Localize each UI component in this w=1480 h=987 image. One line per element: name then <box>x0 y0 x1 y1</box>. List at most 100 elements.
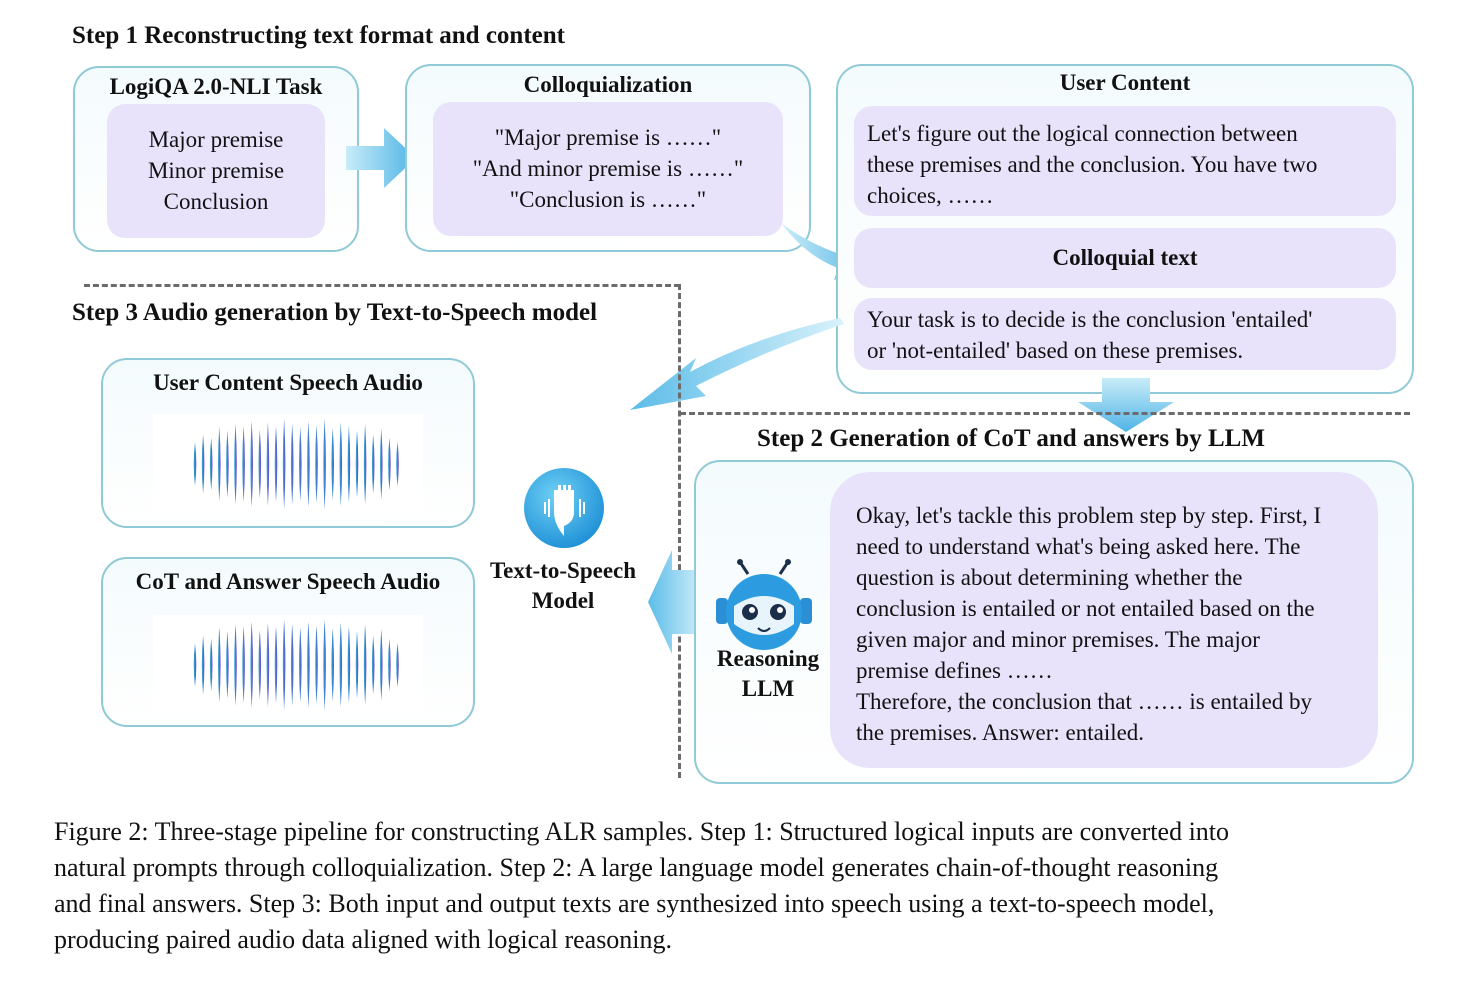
waveform-bar <box>242 626 245 704</box>
waveform-bar <box>331 427 334 501</box>
waveform-bar <box>315 424 318 504</box>
waveform-bar <box>388 437 391 491</box>
step1-title: Step 1 Reconstructing text format and co… <box>72 22 565 49</box>
cot-audio-waveform <box>157 619 419 711</box>
tts-model-label: Text-to-Speech Model <box>470 556 656 616</box>
arrow-llm-to-tts <box>648 550 706 654</box>
waveform-bar <box>339 622 343 708</box>
waveform-bar <box>250 621 253 709</box>
colloq-line-conclusion: "Conclusion is ……" <box>509 187 707 212</box>
arrow-task-to-colloq <box>346 128 416 188</box>
waveform-bar <box>282 619 286 711</box>
waveform-bar <box>274 626 278 704</box>
waveform-bar <box>315 625 318 705</box>
waveform-bar <box>331 628 334 702</box>
waveform-bar <box>396 441 399 487</box>
waveform-bar <box>218 627 221 703</box>
step3-dashed-top <box>84 284 680 287</box>
waveform-bar <box>323 418 326 510</box>
waveform-bar <box>363 624 367 706</box>
waveform-bar <box>290 624 294 706</box>
waveform-bar <box>209 638 213 692</box>
cot-line-1: Okay, let's tackle this problem step by … <box>856 503 1322 528</box>
waveform-bar <box>299 627 302 703</box>
step3-title: Step 3 Audio generation by Text-to-Speec… <box>72 299 598 326</box>
user-content-task: Your task is to decide is the conclusion… <box>854 298 1396 370</box>
waveform-bar <box>234 423 237 505</box>
waveform-bar <box>371 635 375 695</box>
waveform-bar <box>258 429 262 499</box>
logiqa-task-inner: Major premise Minor premise Conclusion <box>107 104 325 238</box>
waveform-bar <box>193 442 197 486</box>
waveform-bar <box>226 430 229 498</box>
cot-line-2: need to understand what's being asked he… <box>856 534 1301 559</box>
waveform-bar <box>355 631 359 699</box>
tts-label-line-1: Text-to-Speech <box>489 558 637 583</box>
task-line-minor: Minor premise <box>147 158 285 183</box>
user-content-title: User Content <box>1059 70 1191 95</box>
task-line-major: Major premise <box>148 127 284 152</box>
waveform-bar <box>209 437 213 491</box>
waveform-bar <box>193 643 197 687</box>
user-content-intro: Let's figure out the logical connection … <box>854 106 1396 216</box>
cot-line-7: Therefore, the conclusion that …… is ent… <box>856 689 1313 714</box>
colloquialization-title: Colloquialization <box>523 72 693 97</box>
reasoning-llm-label: Reasoning LLM <box>706 644 830 704</box>
colloquial-text-label: Colloquial text <box>1052 245 1198 270</box>
cot-line-3: question is about determining whether th… <box>856 565 1243 590</box>
task-instruction-line-2: or 'not-entailed' based on these premise… <box>867 338 1244 363</box>
waveform-bar <box>355 430 359 498</box>
colloq-line-major: "Major premise is ……" <box>494 125 722 150</box>
cot-line-8: the premises. Answer: entailed. <box>856 720 1145 745</box>
logiqa-task-box: LogiQA 2.0-NLI Task Major premise Minor … <box>73 66 359 252</box>
cot-line-5: given major and minor premises. The majo… <box>856 627 1260 652</box>
waveform-bar <box>226 631 229 699</box>
waveform-bar <box>274 425 278 503</box>
llm-label-line-1: Reasoning <box>716 646 820 671</box>
caption-line-1: Figure 2: Three-stage pipeline for const… <box>54 817 1230 846</box>
cot-line-4: conclusion is entailed or not entailed b… <box>856 596 1315 621</box>
cot-answer-text: Okay, let's tackle this problem step by … <box>856 472 1366 748</box>
figure-caption: Figure 2: Three-stage pipeline for const… <box>54 814 1464 958</box>
waveform-bar <box>388 638 391 692</box>
waveform-bar <box>201 635 205 695</box>
cot-audio-box: CoT and Answer Speech Audio <box>101 557 475 727</box>
user-audio-panel <box>153 414 423 514</box>
waveform-bar <box>266 622 270 708</box>
cot-line-6: premise defines …… <box>856 658 1053 683</box>
logiqa-task-title: LogiQA 2.0-NLI Task <box>109 74 323 99</box>
user-audio-title: User Content Speech Audio <box>153 370 423 395</box>
waveform-bar <box>363 423 367 505</box>
waveform-bar <box>201 434 205 494</box>
waveform-bar <box>282 418 286 510</box>
task-line-conclusion: Conclusion <box>163 189 269 214</box>
user-audio-waveform <box>157 418 419 510</box>
waveform-bar <box>347 425 351 503</box>
waveform-bar <box>323 619 326 711</box>
caption-line-2: natural prompts through colloquializatio… <box>54 853 1219 882</box>
user-audio-box: User Content Speech Audio <box>101 358 475 528</box>
colloq-line-minor: "And minor premise is ……" <box>472 156 744 181</box>
waveform-bar <box>290 423 294 505</box>
intro-line-2: these premises and the conclusion. You h… <box>867 152 1318 177</box>
step2-title: Step 2 Generation of CoT and answers by … <box>757 425 1265 452</box>
user-content-box: User Content Let's figure out the logica… <box>836 64 1414 394</box>
colloquialization-box: Colloquialization "Major premise is ……" … <box>405 64 811 252</box>
task-instruction-line-1: Your task is to decide is the conclusion… <box>867 307 1313 332</box>
waveform-bar <box>250 420 253 508</box>
waveform-bar <box>299 426 302 502</box>
tts-microphone-icon <box>524 468 604 548</box>
waveform-bar <box>242 425 245 503</box>
colloquialization-inner: "Major premise is ……" "And minor premise… <box>433 102 783 236</box>
waveform-bar <box>347 626 351 704</box>
waveform-bar <box>396 642 399 688</box>
step-divider-vertical <box>678 284 681 778</box>
waveform-bar <box>258 630 262 700</box>
cot-audio-panel <box>153 615 423 715</box>
colloquial-text-band: Colloquial text <box>854 228 1396 288</box>
waveform-bar <box>234 624 237 706</box>
waveform-bar <box>339 421 343 507</box>
waveform-bar <box>380 629 383 701</box>
intro-line-3: choices, …… <box>867 183 994 208</box>
robot-icon <box>716 559 812 650</box>
